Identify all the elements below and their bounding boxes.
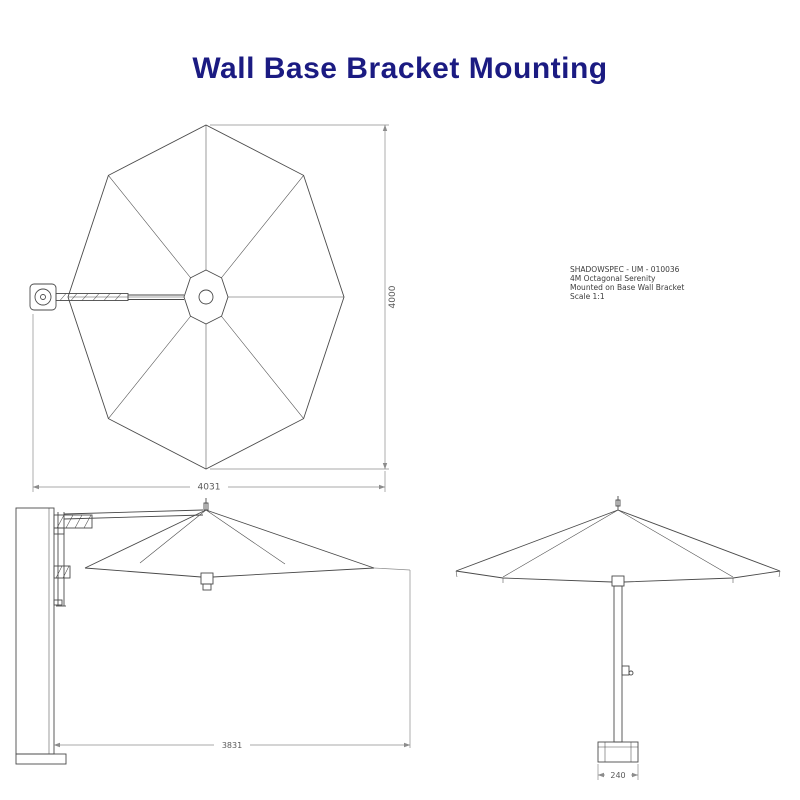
side-elevation-view: 3831 (15, 498, 411, 765)
arm-line (63, 514, 204, 520)
lower-hub (200, 572, 214, 585)
label-backing (605, 769, 631, 781)
rib-line (108, 175, 207, 298)
note-line-scale: Scale 1:1 (570, 292, 605, 301)
rib-line (205, 175, 304, 298)
dimension-overall-width: 4031 (32, 314, 386, 493)
bracket-lug (53, 527, 65, 535)
center-pole (198, 289, 214, 305)
crank-housing (621, 665, 630, 676)
rib-line (139, 509, 207, 564)
canopy-hem (84, 567, 202, 578)
rib-line (205, 509, 286, 565)
wall (15, 507, 55, 755)
canopy-edge (617, 509, 781, 572)
apex-hub (615, 499, 621, 507)
support-arm (55, 293, 129, 301)
canopy-hem (212, 567, 375, 578)
drawing-notes: SHADOWSPEC - UM - 010036 4M Octagonal Se… (570, 265, 684, 301)
hem-tab (778, 570, 781, 578)
hatch-line (103, 293, 111, 301)
hatch-line (92, 293, 100, 301)
arm-hatching (59, 293, 122, 301)
canopy-edge (84, 509, 207, 569)
base-body (597, 741, 639, 763)
hatch-line (83, 514, 92, 529)
canopy-hem (623, 570, 781, 583)
hub-stub (202, 583, 212, 591)
rib-line (205, 296, 304, 419)
hatch-line (55, 565, 63, 579)
front-elevation-view: 240 (455, 496, 781, 781)
wall-bracket-top (29, 283, 184, 311)
canopy-hem (455, 570, 613, 583)
note-line-part-number: SHADOWSPEC - UM - 010036 (570, 265, 680, 274)
mast (56, 512, 66, 607)
dim-label-base-width: 240 (610, 771, 625, 780)
dimension-canopy-size: 4000 (210, 124, 398, 470)
rib-line (502, 509, 619, 578)
note-line-mounting: Mounted on Base Wall Bracket (570, 283, 685, 292)
dim-label-overall-width: 4031 (198, 483, 221, 493)
hatch-line (70, 293, 78, 301)
note-line-product: 4M Octagonal Serenity (570, 274, 656, 283)
canopy-side (84, 498, 375, 591)
crank-knob (628, 670, 634, 676)
upper-wall-bracket (53, 514, 93, 535)
hatch-line (81, 293, 89, 301)
rib-line (617, 509, 734, 578)
dimension-base-width: 240 (597, 764, 639, 781)
arm-line (63, 509, 204, 515)
extension-connector (373, 567, 411, 571)
hatch-line (74, 514, 83, 529)
hatch-line (114, 293, 122, 301)
lower-wall-bracket (53, 565, 71, 606)
canopy-edge (205, 509, 375, 569)
canopy-ribs (68, 125, 344, 469)
canopy-edge (455, 509, 619, 572)
base-bracket (597, 741, 639, 763)
hem-tab (455, 570, 458, 578)
dim-label-canopy-size: 4000 (388, 285, 398, 308)
rib-line (108, 296, 207, 419)
label-backing (214, 739, 250, 751)
bracket-body (53, 565, 71, 579)
wall-footing (15, 753, 67, 765)
bracket-pivot-pin (40, 294, 46, 300)
center-pole (613, 585, 623, 743)
hatch-line (65, 514, 74, 529)
lower-hub (611, 575, 625, 587)
canopy-front (455, 509, 781, 587)
cantilever-arm (63, 509, 204, 520)
label-backing (190, 480, 228, 492)
dim-label-side-span: 3831 (222, 741, 242, 750)
dimension-side-span: 3831 (53, 567, 411, 751)
page-title: Wall Base Bracket Mounting (192, 52, 608, 85)
crank-handle (621, 665, 634, 676)
bracket-pivot (34, 288, 52, 306)
bracket-plate (29, 283, 57, 311)
top-view: 4000 4031 (29, 124, 398, 493)
bracket-body (53, 514, 93, 529)
hatch-line (59, 293, 67, 301)
